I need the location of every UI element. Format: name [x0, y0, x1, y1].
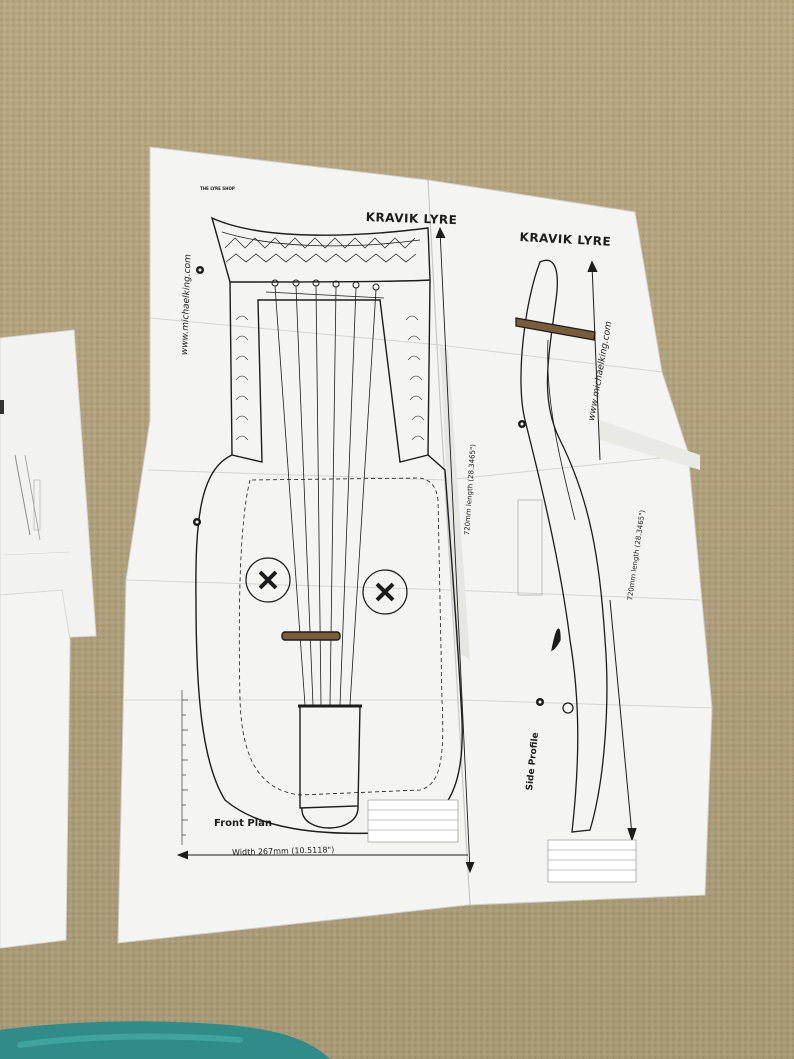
- front-plan-label: Front Plan: [214, 818, 272, 829]
- left-paper-sheet: [0, 329, 97, 949]
- side-profile-drawing: [515, 259, 637, 843]
- registration-marks: [193, 266, 544, 706]
- ruler-marks: [181, 499, 543, 845]
- dimension-lines: [176, 226, 475, 874]
- front-plan-drawing: [195, 216, 463, 835]
- shop-name: THE LYRE SHOP: [200, 186, 235, 191]
- lyre-plan-sheet: [117, 146, 713, 944]
- title-blocks: [367, 799, 637, 883]
- teal-rug: [0, 1021, 330, 1059]
